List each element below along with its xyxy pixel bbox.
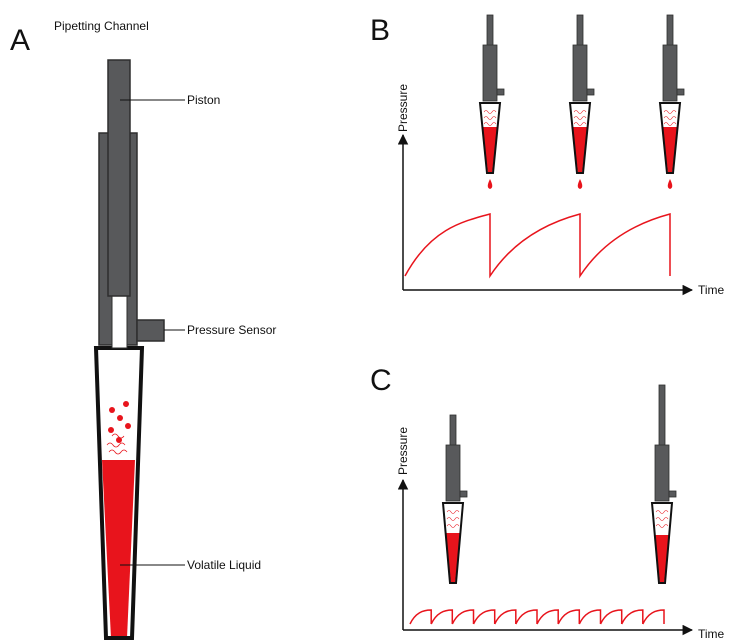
panel-c-pipette-2 [650,384,677,584]
air-chamber [111,295,128,349]
pipette-housing-icon [572,44,588,102]
vapor-squiggles [106,433,128,455]
pipette-liquid-icon [445,533,461,583]
drop-icon [577,179,583,189]
pressure-sensor [136,319,165,342]
pipette-liquid-icon [482,127,498,173]
pipette-liquid-icon [572,127,588,173]
panel-c: C Pressure Time [370,364,725,641]
pipette-liquid-icon [662,127,678,173]
pipette-sensor-icon [496,88,505,96]
panel-b-pipette-3 [658,14,685,189]
pipette-sensor-icon [676,88,685,96]
piston-label: Piston [187,93,220,107]
panel-c-x-label: Time [698,627,725,641]
pipette-sensor-icon [459,490,468,498]
pipette-housing-icon [654,444,670,502]
panel-a-letter: A [10,24,30,57]
panel-b-y-label: Pressure [396,84,410,132]
drop-icon [667,179,673,189]
panel-b-letter: B [370,14,390,47]
pressure-sensor-label: Pressure Sensor [187,323,276,337]
pipette-liquid-icon [654,535,670,583]
pipette-tip-icon [568,102,592,174]
panel-c-y-label: Pressure [396,427,410,475]
panel-a-title: Pipetting Channel [54,19,149,33]
panel-b-pipette-1 [478,14,505,189]
pipette-piston-icon [486,14,494,48]
pipette-housing-icon [445,444,461,502]
piston [107,59,131,297]
pipette-sensor-icon [668,490,677,498]
panel-c-pipette-1 [441,414,468,584]
panel-b-pressure-curve [404,213,671,279]
pipette-tip-icon [650,502,674,584]
pipette-sensor-icon [586,88,595,96]
pipette-tip-icon [441,502,465,584]
pipette-piston-icon [658,384,666,456]
panel-b-pipette-2 [568,14,595,189]
volatile-liquid-body [102,460,135,638]
pipette-tip-icon [658,102,682,174]
drop-icon [487,179,493,189]
pipette-housing-icon [662,44,678,102]
pipette-housing-icon [482,44,498,102]
panel-c-letter: C [370,364,392,397]
panel-a: A Pipetting Channel [10,19,276,640]
panel-c-pressure-curve [409,609,665,625]
pipetting-channel [93,59,165,640]
panel-b: B Pressure Time [370,14,725,297]
volatile-liquid-label: Volatile Liquid [187,558,261,572]
panel-b-x-label: Time [698,283,725,297]
pipette-tip-icon [478,102,502,174]
vapor-bubbles [108,401,131,443]
